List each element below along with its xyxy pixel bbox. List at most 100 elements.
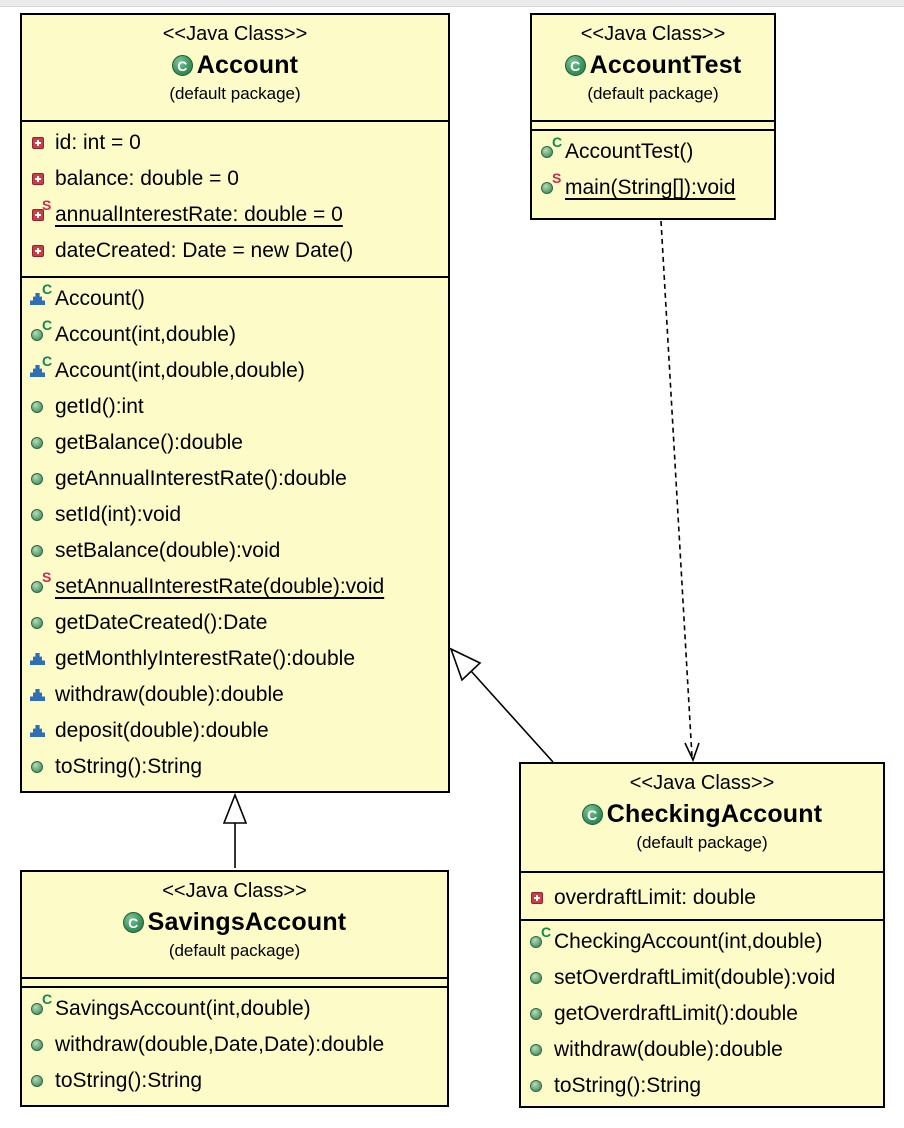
member-text: Account(int,double,double) xyxy=(55,359,305,382)
public-method-icon xyxy=(31,509,43,521)
public-method-icon xyxy=(31,1003,43,1015)
class-header: <<Java Class>> C SavingsAccount (default… xyxy=(22,872,447,979)
class-title-row: C CheckingAccount xyxy=(521,798,883,830)
member-icon-wrap xyxy=(527,1032,554,1068)
member-row: deposit(double):double xyxy=(22,713,448,749)
fields-compartment: overdraftLimit: double xyxy=(521,873,883,921)
member-text: toString():String xyxy=(55,1069,203,1092)
package-label: (default package) xyxy=(168,941,301,960)
private-field-icon xyxy=(531,892,543,904)
member-icon-wrap xyxy=(28,749,55,785)
member-text: getId():int xyxy=(55,395,144,418)
class-box-savingsaccount[interactable]: <<Java Class>> C SavingsAccount (default… xyxy=(20,870,449,1107)
member-icon-wrap xyxy=(28,641,55,677)
generalization-arrow-checking-to-account[interactable] xyxy=(449,647,554,763)
static-badge: S xyxy=(42,569,52,585)
package-method-icon xyxy=(30,689,45,701)
class-name: SavingsAccount xyxy=(147,907,347,936)
public-method-icon xyxy=(31,1039,43,1051)
public-method-icon xyxy=(530,936,542,948)
class-box-account[interactable]: <<Java Class>> C Account (default packag… xyxy=(20,13,450,793)
member-row: toString():String xyxy=(22,1063,447,1099)
stereotype-label: <<Java Class>> xyxy=(629,772,775,794)
java-class-icon: C xyxy=(122,911,144,933)
member-icon-wrap xyxy=(28,677,55,713)
constructor-badge: C xyxy=(541,924,552,940)
member-text: getMonthlyInterestRate():double xyxy=(55,647,355,670)
member-text: setBalance(double):void xyxy=(55,539,281,562)
member-icon-wrap xyxy=(28,533,55,569)
public-method-icon xyxy=(31,401,43,413)
package-label: (default package) xyxy=(169,84,301,103)
package-method-icon xyxy=(30,653,45,665)
member-text: getOverdraftLimit():double xyxy=(554,1002,798,1025)
generalization-arrow-savings-to-account[interactable] xyxy=(222,792,248,868)
member-row: balance: double = 0 xyxy=(22,161,448,197)
public-method-icon xyxy=(31,473,43,485)
member-text: getBalance():double xyxy=(55,431,243,454)
member-icon-wrap: C xyxy=(538,134,565,170)
class-box-checkingaccount[interactable]: <<Java Class>> C CheckingAccount (defaul… xyxy=(519,762,885,1108)
class-title-row: C AccountTest xyxy=(532,49,774,81)
class-name: CheckingAccount xyxy=(606,799,823,828)
dependency-arrow-accounttest-to-checkingaccount[interactable] xyxy=(660,220,700,763)
java-class-icon: C xyxy=(581,803,603,825)
member-text: deposit(double):double xyxy=(55,719,269,742)
member-icon-wrap: C xyxy=(527,924,554,960)
member-icon-wrap xyxy=(28,233,55,269)
member-icon-wrap xyxy=(28,125,55,161)
constructor-badge: C xyxy=(42,281,53,297)
class-title-row: C SavingsAccount xyxy=(22,906,447,938)
member-icon-wrap xyxy=(28,605,55,641)
member-icon-wrap xyxy=(527,960,554,996)
member-text: withdraw(double):double xyxy=(554,1038,783,1061)
member-icon-wrap: C xyxy=(28,353,55,389)
member-row: toString():String xyxy=(521,1068,883,1104)
member-row: withdraw(double,Date,Date):double xyxy=(22,1027,447,1063)
member-text: balance: double = 0 xyxy=(55,167,239,190)
stereotype-label: <<Java Class>> xyxy=(162,23,308,45)
public-method-icon xyxy=(31,545,43,557)
member-text: Account(int,double) xyxy=(55,323,236,346)
class-box-accounttest[interactable]: <<Java Class>> C AccountTest (default pa… xyxy=(530,13,776,220)
member-icon-wrap xyxy=(527,880,554,916)
java-class-icon: C xyxy=(171,54,193,76)
member-text: setOverdraftLimit(double):void xyxy=(554,966,836,989)
member-row: getOverdraftLimit():double xyxy=(521,996,883,1032)
constructor-badge: C xyxy=(552,134,563,150)
member-icon-wrap xyxy=(527,1068,554,1104)
member-row: dateCreated: Date = new Date() xyxy=(22,233,448,269)
member-row: setOverdraftLimit(double):void xyxy=(521,960,883,996)
member-text: Account() xyxy=(55,287,145,310)
stereotype-label: <<Java Class>> xyxy=(580,23,726,45)
public-method-icon xyxy=(31,437,43,449)
window-edge-strip xyxy=(0,0,904,7)
member-text: annualInterestRate: double = 0 xyxy=(55,203,343,226)
member-icon-wrap: S xyxy=(28,197,55,233)
class-header: <<Java Class>> C CheckingAccount (defaul… xyxy=(521,764,883,873)
member-icon-wrap xyxy=(28,425,55,461)
public-method-icon xyxy=(31,761,43,773)
class-header: <<Java Class>> C Account (default packag… xyxy=(22,15,448,122)
private-field-icon xyxy=(32,245,44,257)
constructor-badge: C xyxy=(42,353,53,369)
class-name: AccountTest xyxy=(589,50,742,79)
member-icon-wrap xyxy=(28,461,55,497)
public-method-icon xyxy=(31,1075,43,1087)
member-row: toString():String xyxy=(22,749,448,785)
member-text: dateCreated: Date = new Date() xyxy=(55,239,354,262)
member-text: CheckingAccount(int,double) xyxy=(554,930,823,953)
stereotype-label: <<Java Class>> xyxy=(162,880,307,902)
static-badge: S xyxy=(42,197,52,213)
member-text: main(String[]):void xyxy=(565,176,736,199)
member-text: getAnnualInterestRate():double xyxy=(55,467,347,490)
member-icon-wrap xyxy=(527,996,554,1032)
